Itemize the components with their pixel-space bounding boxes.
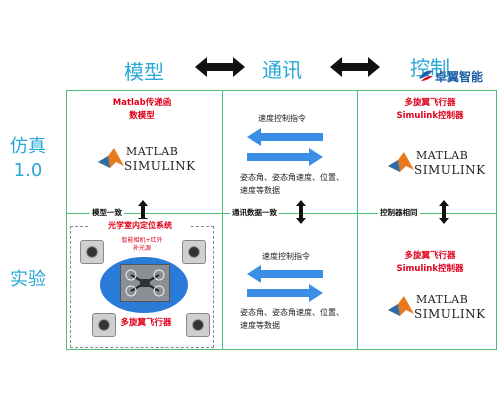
drone-photo <box>120 264 170 302</box>
model-same-label: 模型一致 <box>90 207 124 218</box>
grid-middle <box>66 213 496 214</box>
drone-icon <box>125 269 165 297</box>
sim-cmd-label: 速度控制指令 <box>258 114 306 123</box>
side-label-simulation: 仿真 1.0 <box>8 135 48 183</box>
vertical-double-arrow-icon <box>138 200 148 224</box>
grid-bottom <box>66 349 496 350</box>
matlab-membrane-icon <box>388 296 414 316</box>
side-label-sim-line1: 仿真 <box>10 136 46 157</box>
arrow-right-icon <box>247 284 323 302</box>
arrow-right-icon <box>247 148 323 166</box>
matlab-logo-sim-left: MATLAB SIMULINK <box>96 142 196 182</box>
camera-sensor-icon <box>92 313 116 337</box>
matlab-text: MATLAB <box>416 149 469 162</box>
header-control: 控制 <box>410 56 450 80</box>
matlab-membrane-icon <box>388 152 414 172</box>
camera-ir-label: 智能相机+红外补光源 <box>121 237 163 252</box>
grid-left <box>66 90 67 350</box>
sim-controller-title: 多旋翼飞行器Simulink控制器 <box>396 98 464 121</box>
ctrl-same-label: 控制器相同 <box>378 207 420 218</box>
grid-col2 <box>357 90 358 350</box>
matlab-logo-sim-right: MATLAB SIMULINK <box>386 146 486 186</box>
side-label-experiment: 实验 <box>10 269 46 290</box>
double-arrow-icon <box>330 57 380 77</box>
matlab-text: MATLAB <box>416 293 469 306</box>
grid-right <box>496 90 497 350</box>
header-comm: 通讯 <box>262 58 302 82</box>
sim-state-label: 姿态角、姿态角速度、位置、速度等数据 <box>240 173 344 195</box>
exp-drone-label: 多旋翼飞行器 <box>120 318 172 328</box>
exp-positioning-title: 光学室内定位系统 <box>90 219 190 232</box>
double-arrow-icon <box>195 57 245 77</box>
exp-controller-title: 多旋翼飞行器Simulink控制器 <box>396 251 464 274</box>
brand-logo: 卓翼智能 <box>418 66 498 86</box>
simulink-text: SIMULINK <box>124 159 196 173</box>
exp-cmd-label: 速度控制指令 <box>262 252 310 261</box>
grid-top <box>66 90 496 91</box>
header-model: 模型 <box>124 60 164 84</box>
brand-name: 卓翼智能 <box>435 70 484 84</box>
comm-same-label: 通讯数据一致 <box>230 207 279 218</box>
side-label-sim-line2: 1.0 <box>13 160 43 181</box>
camera-sensor-icon <box>80 240 104 264</box>
exp-state-label: 姿态角、姿态角速度、位置、速度等数据 <box>240 308 344 330</box>
arrow-left-icon <box>247 128 323 146</box>
camera-sensor-icon <box>182 240 206 264</box>
arrow-left-icon <box>247 265 323 283</box>
matlab-membrane-icon <box>98 148 124 168</box>
simulink-text: SIMULINK <box>414 307 486 321</box>
vertical-double-arrow-icon <box>296 200 306 224</box>
vertical-double-arrow-icon <box>439 200 449 224</box>
wing-logo-icon <box>419 70 433 81</box>
grid-col1 <box>222 90 223 350</box>
camera-sensor-icon <box>186 313 210 337</box>
matlab-logo-exp-right: MATLAB SIMULINK <box>386 290 486 330</box>
sim-model-title: Matlab传递函数模型 <box>112 98 172 121</box>
matlab-text: MATLAB <box>126 145 179 158</box>
simulink-text: SIMULINK <box>414 163 486 177</box>
